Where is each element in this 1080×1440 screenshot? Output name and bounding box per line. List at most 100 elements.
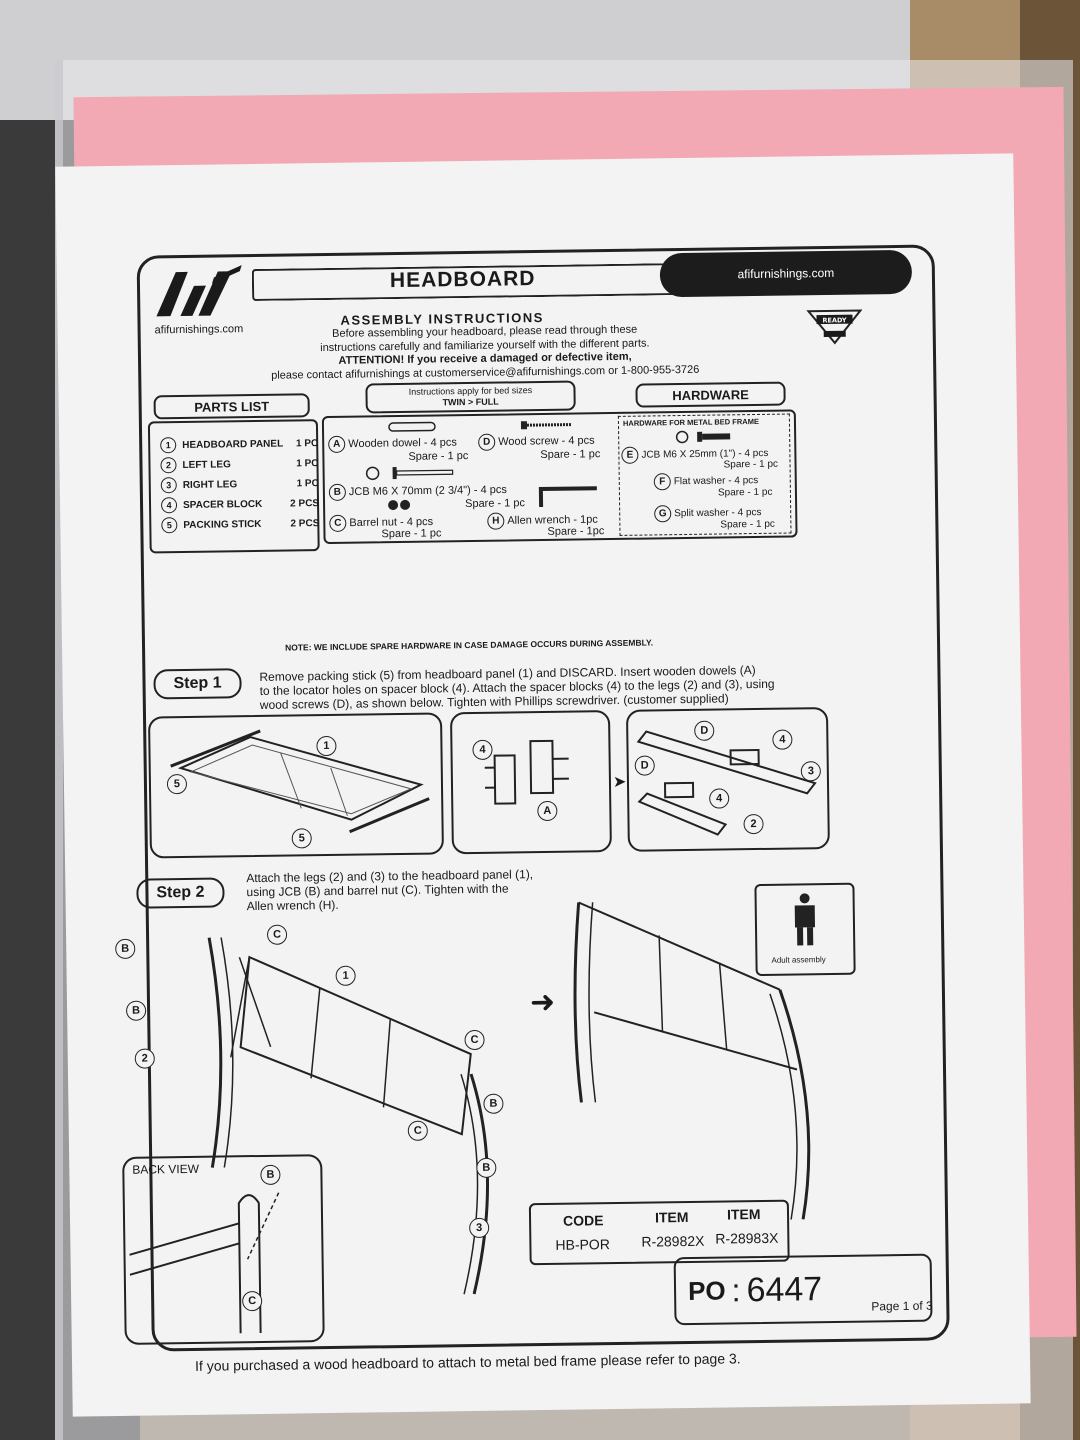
bed-sizes-box: Instructions apply for bed sizes TWIN > … <box>365 380 576 414</box>
footer-note: If you purchased a wood headboard to att… <box>194 1350 741 1374</box>
item-number: R-28983X <box>715 1229 779 1247</box>
exploded-headboard-diagram <box>207 937 489 1295</box>
list-item: 2 LEFT LEG 1 PC <box>160 455 319 474</box>
afi-logo-icon <box>156 265 242 317</box>
hardware-letter: A <box>328 435 346 453</box>
arrow-right-icon: ➜ <box>529 985 556 1020</box>
website-badge: afifurnishings.com <box>659 249 913 298</box>
legs-spacer-diagram <box>636 730 817 836</box>
po-value: 6447 <box>746 1269 823 1309</box>
parts-list-heading: PARTS LIST <box>153 393 310 420</box>
item-header: ITEM <box>726 1206 761 1223</box>
part-name: RIGHT LEG <box>182 478 238 491</box>
arrow-right-icon: ➤ <box>612 773 627 792</box>
hardware-name: Flat washer - 4 pcs <box>673 475 759 488</box>
step1-legs-panel: D 4 3 D 4 2 <box>625 707 830 852</box>
step2-line: Allen wrench (H). <box>246 897 339 914</box>
part-name: SPACER BLOCK <box>182 498 263 511</box>
hardware-name: JCB M6 X 70mm (2 3/4") - 4 pcs <box>348 483 507 499</box>
callout-bolt-b: B <box>483 1093 504 1114</box>
po-number-box: PO : 6447 <box>673 1253 933 1326</box>
step1-spacer-panel: 4 A <box>449 710 612 855</box>
hardware-letter: B <box>328 483 347 501</box>
assembled-headboard-diagram <box>573 901 811 1220</box>
step1-label: Step 1 <box>153 668 242 700</box>
step1-diagram-panel: 1 5 5 <box>148 712 444 859</box>
dowel-icon <box>388 421 436 432</box>
hardware-spare: Spare - 1 pc <box>717 486 773 499</box>
hardware-name: Split washer - 4 pcs <box>674 507 762 520</box>
hardware-letter: F <box>653 473 671 491</box>
svg-text:READY: READY <box>822 316 847 324</box>
hardware-letter: E <box>621 446 639 464</box>
hardware-spare: Spare - 1 pc <box>381 527 442 541</box>
code-header: CODE <box>562 1212 604 1229</box>
headboard-panel-diagram <box>170 729 430 834</box>
hardware-spare: Spare - 1 pc <box>720 518 775 531</box>
hardware-heading: HARDWARE <box>635 381 786 408</box>
part-number: 5 <box>161 517 178 534</box>
callout-bolt-b: B <box>476 1157 497 1178</box>
step1-text: Remove packing stick (5) from headboard … <box>259 663 774 712</box>
back-view-label: BACK VIEW <box>132 1161 200 1177</box>
part-number: 3 <box>160 477 177 494</box>
hardware-spare: Spare - 1 pc <box>408 450 469 463</box>
hardware-letter: C <box>329 514 347 532</box>
part-name: HEADBOARD PANEL <box>182 438 284 451</box>
metal-frame-title: HARDWARE FOR METAL BED FRAME <box>622 416 759 428</box>
callout-bolt-b: B <box>115 938 136 959</box>
step2-text: Attach the legs (2) and (3) to the headb… <box>246 867 533 913</box>
hardware-spare: Spare - 1 pc <box>464 497 526 511</box>
hardware-name: Wooden dowel - 4 pcs <box>348 436 457 451</box>
back-view-diagram <box>129 1192 280 1334</box>
person-icon <box>794 893 816 946</box>
part-number: 2 <box>160 457 177 474</box>
hardware-spare: Spare - 1pc <box>547 525 605 538</box>
jcb-bolt-icon <box>365 466 454 481</box>
back-view-panel: BACK VIEW B C <box>122 1154 325 1345</box>
barrel-nut-icon <box>388 499 411 511</box>
callout-leg-3: 3 <box>800 761 821 782</box>
spacer-block-diagram <box>484 739 569 805</box>
part-qty: 1 PC <box>296 477 319 489</box>
list-item: 4 SPACER BLOCK 2 PCS <box>160 495 320 514</box>
page-frame: afifurnishings.com HEADBOARD afifurnishi… <box>115 244 950 1374</box>
product-code: HB-POR <box>555 1236 610 1253</box>
part-name: PACKING STICK <box>183 518 262 531</box>
item-number: R-28982X <box>641 1232 705 1250</box>
part-qty: 1 PC <box>296 457 319 469</box>
hardware-letter: D <box>478 433 496 451</box>
hardware-letter: G <box>654 505 672 523</box>
page-number: Page 1 of 3 <box>871 1298 933 1314</box>
hardware-letter: H <box>487 512 505 530</box>
step2-label: Step 2 <box>136 877 225 909</box>
intro-text: Before assembling your headboard, please… <box>225 322 746 383</box>
po-separator: : <box>731 1271 741 1308</box>
list-item: 3 RIGHT LEG 1 PC <box>160 475 319 494</box>
hardware-spare: Spare - 1 pc <box>723 458 779 471</box>
part-number: 4 <box>160 497 178 514</box>
po-label: PO <box>687 1275 726 1306</box>
callout-nut-c: C <box>266 924 288 945</box>
callout-bolt-b: B <box>125 1000 147 1021</box>
hardware-name: Wood screw - 4 pcs <box>498 434 595 448</box>
callout-leg-2: 2 <box>134 1048 155 1069</box>
part-qty: 1 PC <box>295 437 319 449</box>
adult-assembly-label: Adult assembly <box>771 955 826 965</box>
sizes-line: Instructions apply for bed sizes <box>408 385 533 397</box>
adult-assembly-badge: Adult assembly <box>754 882 856 977</box>
part-qty: 2 PCS <box>290 497 320 510</box>
sizes-line: TWIN > FULL <box>442 396 499 408</box>
item-header: ITEM <box>654 1209 689 1226</box>
callout-screw-d: D <box>694 720 715 741</box>
short-bolt-icon <box>675 430 731 444</box>
callout-nut-c: C <box>464 1029 485 1051</box>
allen-wrench-icon <box>538 486 597 508</box>
part-name: LEFT LEG <box>182 458 231 471</box>
instruction-sheet: afifurnishings.com HEADBOARD afifurnishi… <box>55 153 1031 1417</box>
